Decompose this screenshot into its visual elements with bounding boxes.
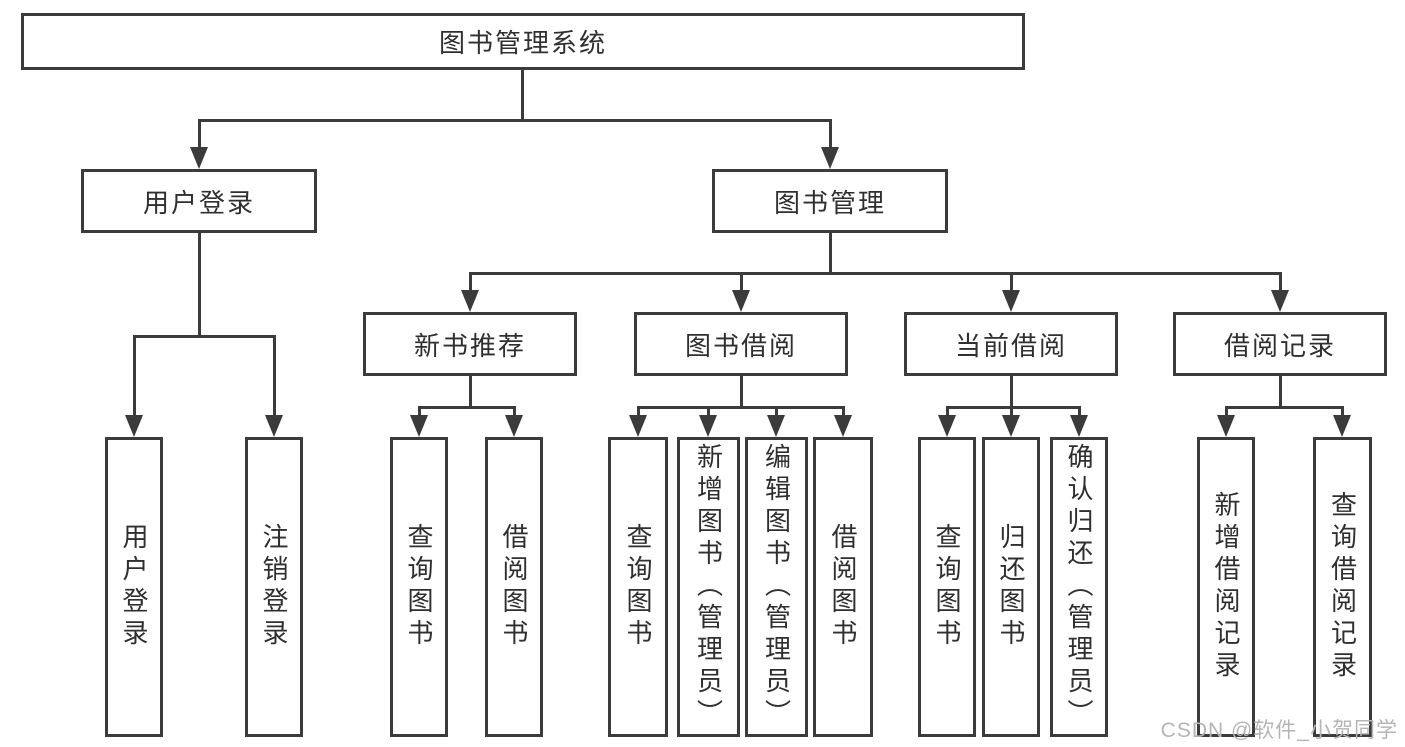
connector-vline — [739, 376, 743, 408]
leaf-borrow-books-recommend: 借阅图书 — [485, 437, 543, 737]
arrowhead-down-icon — [461, 290, 479, 312]
leaf-label: 归还图书 — [996, 523, 1026, 651]
connector-vline — [636, 406, 640, 415]
leaf-query-borrow-record: 查询借阅记录 — [1313, 437, 1372, 737]
leaf-query-books-borrow: 查询图书 — [608, 437, 668, 737]
arrowhead-down-icon — [125, 415, 143, 437]
arrowhead-down-icon — [1333, 415, 1351, 437]
arrowhead-down-icon — [410, 415, 428, 437]
leaf-label: 查询图书 — [404, 523, 434, 651]
node-library-management-system: 图书管理系统 — [21, 13, 1025, 70]
arrowhead-down-icon — [1070, 415, 1088, 437]
node-user-login: 用户登录 — [81, 169, 317, 233]
connector-vline — [197, 119, 201, 147]
arrowhead-down-icon — [190, 147, 208, 169]
node-book-management: 图书管理 — [712, 169, 948, 233]
connector-hline — [417, 405, 516, 409]
connector-vline — [739, 272, 743, 290]
node-book-borrow: 图书借阅 — [634, 312, 848, 376]
connector-vline — [468, 376, 472, 408]
arrowhead-down-icon — [699, 415, 717, 437]
leaf-label: 借阅图书 — [499, 523, 529, 651]
arrowhead-down-icon — [505, 415, 523, 437]
leaf-return-books: 归还图书 — [982, 437, 1040, 737]
leaf-add-borrow-record: 新增借阅记录 — [1197, 437, 1255, 737]
leaf-borrow-books: 借阅图书 — [813, 437, 873, 737]
csdn-watermark: CSDN @软件_小贺同学 — [1160, 719, 1398, 742]
node-label: 新书推荐 — [413, 330, 526, 361]
node-label: 图书借阅 — [684, 330, 797, 361]
leaf-label: 借阅图书 — [828, 523, 858, 651]
connector-hline — [636, 405, 845, 409]
arrowhead-down-icon — [821, 147, 839, 169]
leaf-label: 用户登录 — [119, 523, 149, 651]
arrowhead-down-icon — [1217, 415, 1235, 437]
connector-hline — [132, 334, 276, 338]
leaf-label: 查询借阅记录 — [1327, 491, 1358, 683]
connector-vline — [945, 406, 949, 415]
leaf-label: 确认归还（管理员） — [1064, 443, 1094, 731]
leaf-user-login: 用户登录 — [105, 437, 163, 737]
arrowhead-down-icon — [1002, 415, 1020, 437]
connector-hline — [197, 118, 832, 122]
arrowhead-down-icon — [938, 415, 956, 437]
connector-vline — [417, 406, 421, 415]
node-borrow-records: 借阅记录 — [1173, 312, 1387, 376]
leaf-logout: 注销登录 — [245, 437, 303, 737]
arrowhead-down-icon — [732, 290, 750, 312]
node-new-book-recommend: 新书推荐 — [363, 312, 577, 376]
connector-vline — [132, 335, 136, 415]
leaf-label: 编辑图书（管理员） — [761, 443, 792, 731]
node-label: 用户登录 — [142, 187, 255, 218]
connector-vline — [272, 335, 276, 415]
connector-vline — [512, 406, 516, 415]
arrowhead-down-icon — [1002, 290, 1020, 312]
connector-hline — [468, 271, 1282, 275]
node-label: 图书管理系统 — [438, 28, 607, 58]
connector-vline — [828, 233, 832, 275]
leaf-edit-books-admin: 编辑图书（管理员） — [745, 437, 808, 737]
leaf-query-books-recommend: 查询图书 — [390, 437, 448, 737]
node-current-borrow: 当前借阅 — [904, 312, 1118, 376]
arrowhead-down-icon — [265, 415, 283, 437]
leaf-label: 查询图书 — [932, 523, 962, 651]
connector-hline — [1224, 405, 1344, 409]
connector-vline — [197, 233, 201, 337]
connector-vline — [520, 68, 524, 121]
arrowhead-down-icon — [767, 415, 785, 437]
leaf-label: 注销登录 — [259, 523, 289, 651]
node-label: 借阅记录 — [1223, 330, 1336, 361]
connector-vline — [1224, 406, 1228, 415]
connector-vline — [774, 406, 778, 415]
arrowhead-down-icon — [1271, 290, 1289, 312]
leaf-label: 查询图书 — [623, 523, 653, 651]
node-label: 图书管理 — [773, 187, 886, 218]
connector-vline — [1278, 376, 1282, 408]
connector-vline — [468, 272, 472, 290]
leaf-query-books-current: 查询图书 — [918, 437, 976, 737]
connector-vline — [1009, 272, 1013, 290]
connector-vline — [841, 406, 845, 415]
connector-vline — [1340, 406, 1344, 415]
connector-vline — [828, 119, 832, 147]
connector-vline — [1009, 406, 1013, 415]
leaf-add-books-admin: 新增图书（管理员） — [677, 437, 740, 737]
leaf-confirm-return-admin: 确认归还（管理员） — [1050, 437, 1108, 737]
arrowhead-down-icon — [629, 415, 647, 437]
node-label: 当前借阅 — [954, 330, 1067, 361]
leaf-label: 新增借阅记录 — [1211, 491, 1241, 683]
connector-vline — [706, 406, 710, 415]
leaf-label: 新增图书（管理员） — [693, 443, 724, 731]
connector-vline — [1278, 272, 1282, 290]
connector-vline — [1009, 376, 1013, 408]
arrowhead-down-icon — [834, 415, 852, 437]
connector-hline — [945, 405, 1081, 409]
connector-vline — [1077, 406, 1081, 415]
